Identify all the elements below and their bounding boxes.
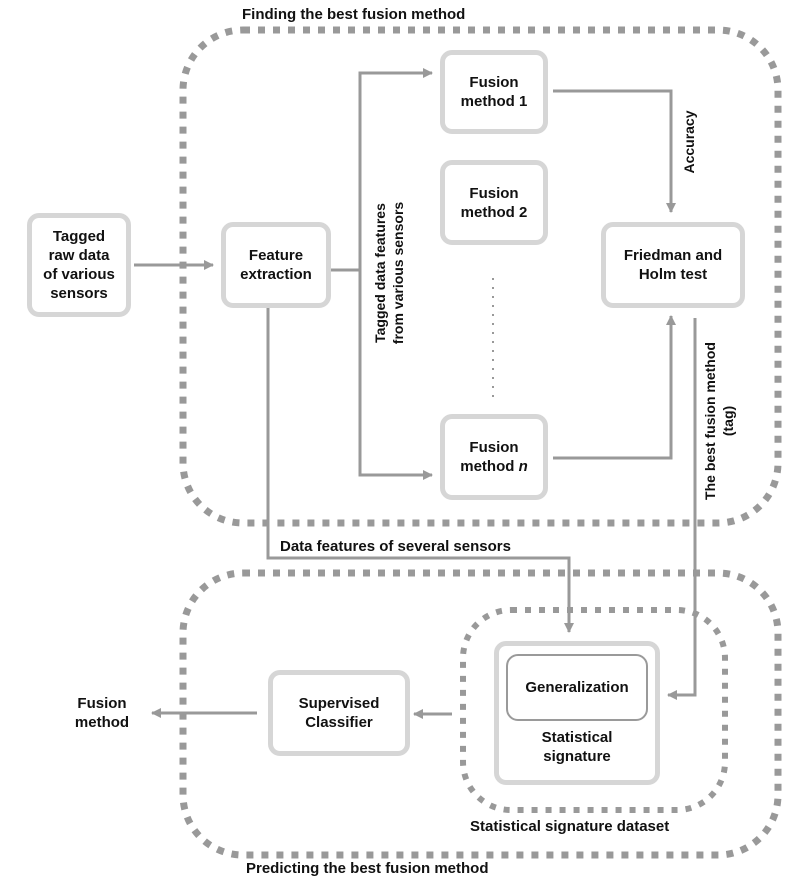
node-raw-data-line: raw data	[48, 247, 110, 264]
arrow-best-method-to-signature	[667, 318, 697, 700]
node-fusion-2-line: Fusion	[469, 184, 519, 202]
arrow-to-fusion-n	[358, 270, 433, 480]
node-friedman-holm-test: Friedman and Holm test	[601, 222, 745, 308]
node-friedman-line: Holm test	[638, 266, 708, 283]
arrow-features-to-signature	[266, 305, 574, 633]
node-feature-extraction: Feature extraction	[221, 222, 331, 308]
edge-label-best-method-line: The best fusion method	[702, 342, 718, 500]
node-raw-data-line: sensors	[50, 285, 108, 302]
node-fusion-method-2: Fusion method 2	[440, 160, 548, 245]
node-raw-data: Tagged raw data of various sensors	[27, 213, 131, 317]
region-finding-border	[179, 26, 782, 527]
node-stat-signature-line: Statistical	[541, 729, 613, 746]
node-classifier-line: Supervised	[298, 695, 380, 712]
node-generalization: Generalization	[506, 654, 648, 721]
node-raw-data-line: of various	[43, 266, 115, 283]
node-fusion-n-variable: n	[518, 458, 528, 475]
arrow-fusion1-to-friedman	[553, 89, 676, 213]
edge-label-best-method-line: (tag)	[720, 405, 736, 437]
output-line: Fusion	[77, 695, 127, 712]
node-fusion-n-line: Fusion	[469, 439, 519, 456]
edge-label-tagged-features-line: Tagged data features	[372, 203, 388, 343]
node-friedman-line: Friedman and	[623, 247, 723, 264]
region-finding-title: Finding the best fusion method	[242, 6, 466, 23]
node-feature-extraction-line: extraction	[240, 266, 312, 283]
edge-label-data-features: Data features of several sensors	[280, 538, 511, 555]
node-fusion-1-line: Fusion	[469, 74, 519, 91]
arrow-fusionn-to-friedman	[553, 315, 676, 460]
node-supervised-classifier: Supervised Classifier	[268, 670, 410, 756]
node-fusion-n-line: method n	[460, 457, 528, 476]
node-fusion-1-line: method 1	[460, 93, 528, 110]
region-dataset-title: Statistical signature dataset	[470, 818, 670, 835]
edge-label-accuracy: Accuracy	[681, 110, 697, 174]
output-line: method	[74, 714, 130, 731]
node-fusion-method-n: Fusion method n	[440, 414, 548, 500]
node-fusion-2-line: method 2	[460, 203, 528, 221]
edge-label-best-method: The best fusion method (tag)	[701, 321, 739, 521]
output-fusion-method: Fusion method	[62, 694, 142, 732]
edge-label-tagged-features: Tagged data features from various sensor…	[371, 173, 409, 373]
node-classifier-line: Classifier	[305, 714, 373, 731]
node-feature-extraction-line: Feature	[248, 247, 304, 264]
region-predicting-title: Predicting the best fusion method	[246, 860, 489, 877]
node-fusion-method-1: Fusion method 1	[440, 50, 548, 134]
arrow-to-fusion-1	[358, 68, 433, 270]
node-raw-data-line: Tagged	[52, 228, 106, 245]
node-stat-signature-line: signature	[543, 748, 611, 765]
node-fusion-n-prefix: method	[460, 458, 519, 475]
edge-label-tagged-features-line: from various sensors	[390, 201, 406, 345]
